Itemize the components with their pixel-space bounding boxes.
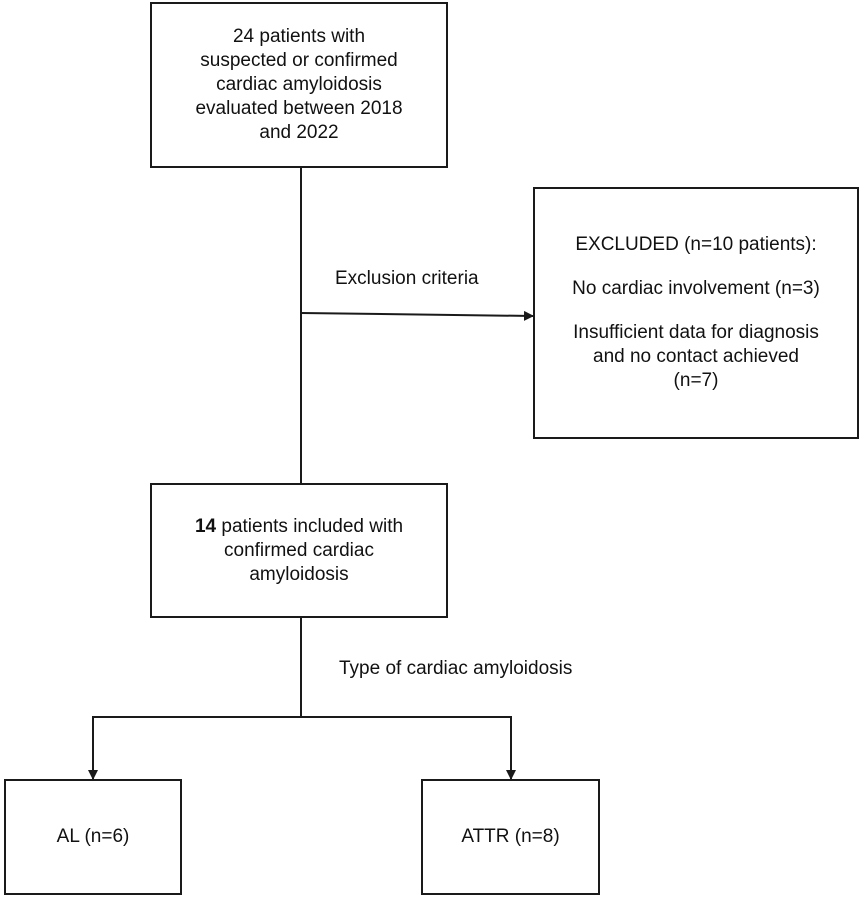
included-box: 14 patients included with confirmed card… — [150, 483, 448, 618]
exclusion-arrow — [300, 310, 534, 321]
al-box: AL (n=6) — [4, 779, 182, 895]
attr-label: ATTR (n=8) — [461, 826, 560, 847]
included-line-1-rest: patients included with — [216, 515, 404, 537]
start-box: 24 patients with suspected or confirmed … — [150, 2, 448, 168]
included-line-1: 14 patients included with — [195, 515, 403, 539]
included-count: 14 — [194, 515, 217, 537]
start-line-5: and 2022 — [259, 122, 339, 143]
start-line-2: suspected or confirmed — [200, 50, 398, 71]
al-label: AL (n=6) — [56, 826, 130, 847]
excluded-reason-no-cardiac: No cardiac involvement (n=3) — [572, 278, 820, 299]
included-line-3: amyloidosis — [249, 563, 349, 585]
excluded-title: EXCLUDED (n=10 patients): — [575, 234, 817, 255]
start-line-1: 24 patients with — [232, 26, 366, 47]
excluded-box: EXCLUDED (n=10 patients): No cardiac inv… — [533, 187, 859, 439]
excluded-reason-insufficient-line-3: (n=7) — [673, 370, 719, 391]
included-line-2: confirmed cardiac — [224, 539, 374, 561]
start-line-3: cardiac amyloidosis — [216, 74, 382, 95]
attr-box: ATTR (n=8) — [421, 779, 600, 895]
type-of-amyloidosis-label: Type of cardiac amyloidosis — [339, 658, 573, 679]
excluded-reason-insufficient-line-2: and no contact achieved — [593, 346, 799, 367]
exclusion-criteria-label: Exclusion criteria — [335, 268, 479, 289]
start-line-4: evaluated between 2018 — [195, 98, 403, 119]
excluded-reason-insufficient-line-1: Insufficient data for diagnosis — [573, 322, 819, 343]
